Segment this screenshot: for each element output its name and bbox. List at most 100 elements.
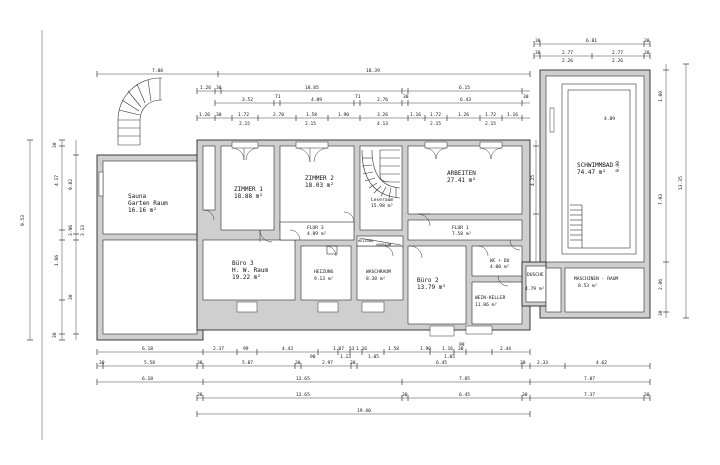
dim-bot4-2: 30	[402, 392, 408, 398]
dim-bot4-5: 7.37	[584, 392, 595, 398]
room-labels: Sauna Garten Raum 16.16 m² ZIMMER 1 18.8…	[128, 116, 621, 308]
dim-top4-10: 1.72	[485, 112, 496, 118]
dim-bot1-4: 1.07	[333, 346, 344, 352]
dim-top2-1: 30	[216, 85, 222, 91]
dim-top4b-2: 4.13	[377, 121, 388, 127]
pool-inner	[567, 89, 631, 249]
zimmer2-room[interactable]	[279, 145, 355, 231]
waschraum-area: 8.38 m²	[366, 276, 385, 282]
dim-top4-7: 1.16	[410, 112, 421, 118]
schwimmbad-name: SCHWIMMBAD	[577, 162, 614, 169]
dim-bot4-1: 12.65	[296, 392, 310, 398]
dim-bot1-1: 2.37	[213, 346, 224, 352]
dim-right-4: 1.60	[658, 91, 664, 102]
heizung-room[interactable]	[300, 245, 352, 301]
dim-rtop1-0: 30	[535, 38, 541, 44]
dim-top1-0: 7.88	[152, 68, 163, 74]
sauna-name2: Garten Raum	[128, 200, 168, 207]
dim-rtop1-1: 6.81	[586, 38, 597, 44]
zimmer2-name: ZIMMER 2	[305, 175, 334, 182]
dim-top3-0: 3.52	[242, 97, 253, 103]
dusche-area: 4.79 m²	[525, 286, 544, 292]
dim-right-5: 30	[658, 310, 664, 316]
dim-bot4-0: 30	[197, 392, 203, 398]
dim-bot1-3: 4.43	[282, 346, 293, 352]
leseraum-area: 15.98 m²	[371, 203, 393, 209]
dim-bot1b-1: 1.13	[340, 354, 351, 360]
schwimmbad-area: 74.47 m²	[577, 169, 606, 176]
pool-basin	[561, 83, 637, 255]
wc-du-name: WC + DU	[490, 258, 510, 264]
flur3-name: FLUR 3	[307, 225, 324, 231]
exterior-spiral-stair	[117, 77, 162, 146]
dim-bot3-1: 12.65	[296, 376, 310, 382]
dusche-room[interactable]	[525, 265, 547, 303]
heizungsvorraum-name: HEIZUNG	[358, 239, 373, 243]
dim-bot1-11: 2.44	[500, 346, 511, 352]
dim-bot2-2: 30	[197, 360, 203, 366]
dim-top4b-0: 2.15	[239, 121, 250, 127]
dim-top3-3: 71	[355, 94, 361, 100]
maschinenraum-room[interactable]	[564, 267, 645, 313]
sauna-room[interactable]	[102, 160, 198, 235]
top-dimensions: 7.88 18.39 1.26 30 18.85 6.15 3.52 71 4.…	[96, 38, 651, 127]
dim-top4-9: 1.26	[458, 112, 469, 118]
dim-rtop3-0: 2.26	[562, 58, 573, 64]
dim-top4-2: 1.72	[238, 112, 249, 118]
buero3-room[interactable]	[202, 239, 296, 301]
flur1-area: 7.58 m²	[452, 231, 471, 237]
annex-corridor[interactable]	[545, 267, 562, 313]
bottom-dimensions: 6.18 2.37 99 4.43 1.07 53 1.16 1.58 1.90…	[96, 342, 651, 417]
heizung-name: HEIZUNG	[314, 269, 334, 275]
dim-top4b-1: 2.15	[305, 121, 316, 127]
dim-bot1-8: 1.90	[420, 346, 431, 352]
dim-top4b-4: 2.15	[485, 121, 496, 127]
dim-top3-6: 6.43	[460, 97, 471, 103]
weinkeller-room[interactable]	[471, 281, 523, 325]
dim-bot2-6: 30	[350, 360, 356, 366]
arbeiten-room[interactable]	[407, 145, 523, 215]
heater-unit	[326, 245, 338, 255]
lower-west-room[interactable]	[102, 239, 198, 335]
heizungsvorraum-room[interactable]	[356, 235, 404, 247]
schwimmbad-room[interactable]	[545, 75, 645, 263]
dim-bot1-0: 6.18	[142, 346, 153, 352]
dim-left-2: 9.82	[68, 179, 74, 190]
zimmer2-area: 18.03 m²	[305, 182, 334, 189]
dim-rtop1-2: 30	[644, 38, 650, 44]
dim-top2-3: 6.15	[459, 85, 470, 91]
dim-bot4-4: 30	[522, 392, 528, 398]
wc-du-room[interactable]	[471, 245, 523, 277]
dim-rtop3-1: 2.26	[612, 58, 623, 64]
waschraum-room[interactable]	[356, 245, 404, 301]
dim-bot1-7: 1.58	[388, 346, 399, 352]
buero2-room[interactable]	[407, 245, 467, 325]
buero2-name: Büro 2	[417, 277, 439, 284]
dim-bot3-0: 6.18	[142, 376, 153, 382]
flur3-room[interactable]	[279, 221, 355, 241]
leseraum-room[interactable]	[359, 145, 403, 231]
dim-bot2-4: 30	[295, 360, 301, 366]
west-hall[interactable]	[202, 145, 216, 211]
dim-top1-1: 18.39	[366, 68, 380, 74]
leseraum-name: Leseraum	[371, 197, 393, 203]
flur1-room[interactable]	[407, 219, 523, 241]
maschinenraum-name: MASCHINEN - RAUM	[574, 276, 618, 282]
dim-left-3: 3.96	[68, 225, 74, 236]
dusche-name: DUSCHE	[527, 272, 544, 278]
dim-bot1b-0: 90	[310, 354, 316, 360]
maschinenraum-area: 8.53 m²	[578, 283, 597, 289]
windows	[98, 107, 555, 337]
dim-bot2-9: 2.33	[537, 360, 548, 366]
buero2-area: 13.79 m²	[417, 284, 446, 291]
dim-rtop2-2: 2.77	[612, 50, 623, 56]
dim-left-4: 1.66	[54, 255, 60, 266]
dim-rtop2-1: 2.77	[562, 50, 573, 56]
dim-left-8: 30	[52, 332, 58, 338]
sauna-name: Sauna	[128, 193, 146, 200]
dim-bot2-5: 2.97	[322, 360, 333, 366]
dim-bot2-8: 30	[520, 360, 526, 366]
buero3-name2: H. W. Raum	[232, 267, 269, 274]
dim-rtop2-0: 30	[535, 50, 541, 56]
dim-left-6: 30	[68, 294, 74, 300]
